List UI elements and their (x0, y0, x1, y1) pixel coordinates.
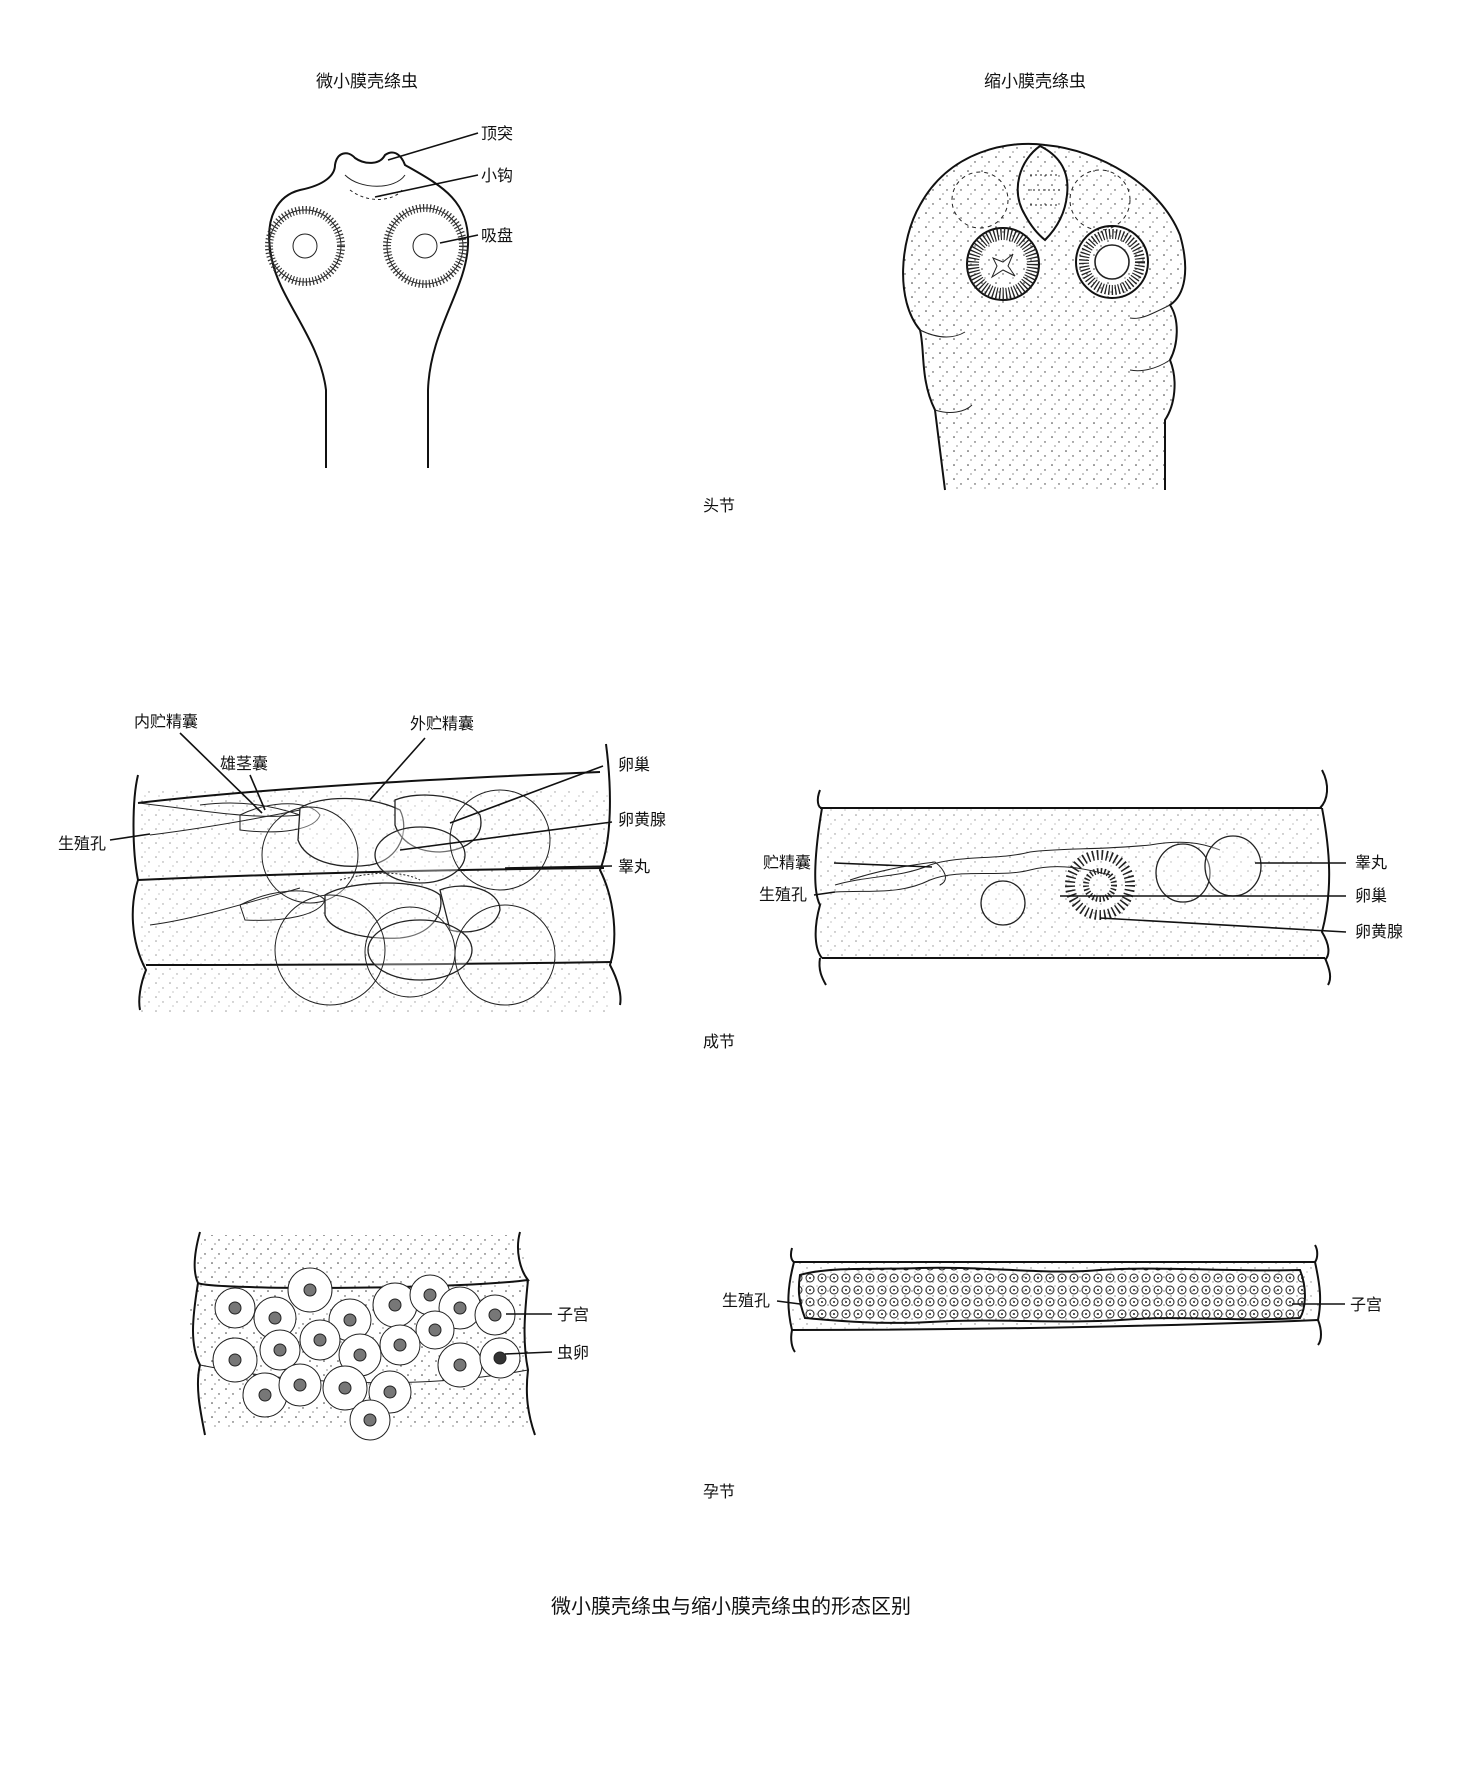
figure-caption: 微小膜壳绦虫与缩小膜壳绦虫的形态区别 (551, 1594, 911, 1618)
label-cirrus-pouch: 雄茎囊 (220, 754, 268, 773)
label-genital-pore-gravid-right: 生殖孔 (722, 1291, 770, 1310)
gravid-left-leaders (504, 1313, 553, 1355)
label-vitelline-gland-right: 卵黄腺 (1355, 922, 1403, 941)
mature-left-drawing (131, 743, 622, 1015)
section-label-gravid: 孕节 (703, 1482, 735, 1501)
label-hooks: 小钩 (481, 166, 513, 185)
gravid-right-leaders (776, 1300, 1345, 1305)
label-testis-left: 睾丸 (618, 857, 650, 876)
title-right-species: 缩小膜壳绦虫 (984, 72, 1086, 92)
gravid-left-drawing (188, 1231, 536, 1441)
label-egg: 虫卵 (557, 1343, 589, 1362)
scolex-left-leaders (374, 132, 479, 244)
label-uterus-right: 子宫 (1350, 1295, 1382, 1314)
gravid-right-drawing (787, 1244, 1322, 1353)
scolex-right-drawing (902, 142, 1187, 491)
label-ovary-right: 卵巢 (1355, 886, 1387, 905)
egg-cluster-left (212, 1267, 521, 1441)
vitelline-gland-right-shape (1065, 850, 1135, 920)
section-label-mature: 成节 (703, 1032, 735, 1051)
label-vitelline-gland-left: 卵黄腺 (618, 810, 666, 829)
label-uterus-left: 子宫 (557, 1305, 589, 1324)
sucker-left-1 (265, 206, 345, 286)
label-rostellum: 顶突 (481, 124, 513, 143)
label-internal-seminal-vesicle: 内贮精囊 (134, 712, 198, 731)
label-ovary-left: 卵巢 (618, 755, 650, 774)
label-sucker-left: 吸盘 (481, 226, 513, 245)
label-genital-pore-right: 生殖孔 (759, 885, 807, 904)
sucker-right-2 (1075, 225, 1149, 299)
title-left-species: 微小膜壳绦虫 (316, 72, 418, 92)
label-external-seminal-vesicle: 外贮精囊 (410, 714, 474, 733)
label-testis-right: 睾丸 (1355, 853, 1387, 872)
section-label-scolex: 头节 (703, 496, 735, 515)
mature-right-drawing (814, 769, 1332, 986)
label-seminal-vesicle-right: 贮精囊 (763, 853, 811, 872)
scolex-left-drawing (265, 151, 470, 468)
label-genital-pore-left: 生殖孔 (58, 834, 106, 853)
mature-left-leaders (109, 732, 613, 869)
sucker-left-2 (383, 204, 467, 288)
mature-right-leaders (813, 862, 1347, 933)
sucker-right-1 (966, 227, 1040, 301)
